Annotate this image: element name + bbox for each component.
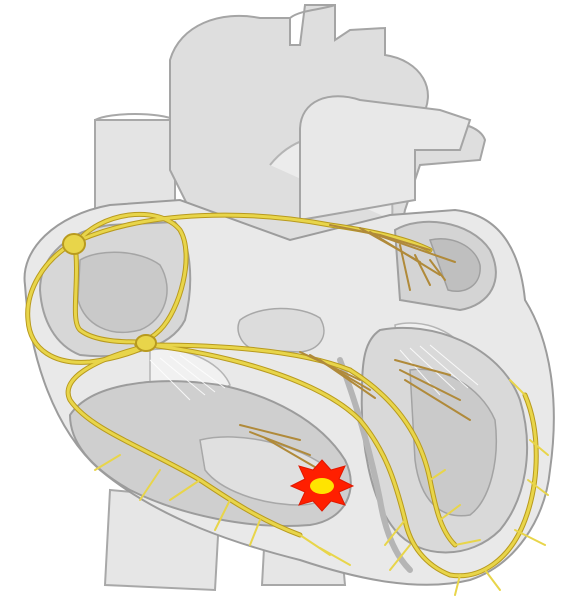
av-node bbox=[136, 335, 156, 351]
sa-node bbox=[63, 234, 85, 254]
red-star-burst-icon bbox=[291, 460, 353, 511]
